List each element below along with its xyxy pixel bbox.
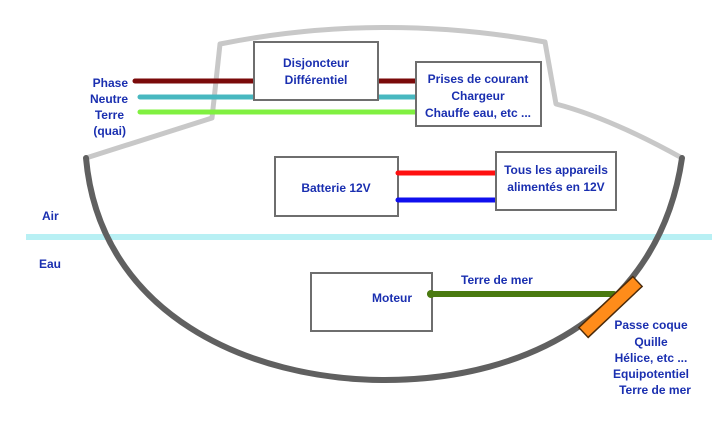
prises-box [415,61,542,127]
terre-de-mer-label: Terre de mer [461,273,533,287]
passe-coque-line-5: Terre de mer [619,383,691,397]
disjoncteur-line-2: Différentiel [285,73,348,87]
prises-line-1: Prises de courant [428,72,529,86]
batterie-label: Batterie 12V [301,181,370,195]
moteur-label: Moteur [372,291,412,305]
prises-line-2: Chargeur [451,89,505,103]
disjoncteur-box [253,41,379,101]
batterie-box [274,156,399,217]
passe-coque-plate-fill [579,277,642,337]
moteur-box [310,272,433,332]
disjoncteur-line-1: Disjoncteur [283,56,349,70]
quai-label: (quai) [93,124,126,138]
air-label: Air [42,209,59,223]
eau-label: Eau [39,257,61,271]
cabin-outline [85,24,684,161]
appareils-line-2: alimentés en 12V [507,180,604,194]
appareils-box [495,151,617,211]
passe-coque-line-3: Hélice, etc ... [615,351,688,365]
wire-end-dot [427,290,435,298]
phase-label: Phase [93,76,129,90]
passe-coque-line-1: Passe coque [614,318,688,332]
passe-coque-line-4: Equipotentiel [613,367,689,381]
appareils-line-1: Tous les appareils [504,163,608,177]
neutre-label: Neutre [90,92,128,106]
prises-line-3: Chauffe eau, etc ... [425,106,531,120]
terre-label: Terre [95,108,124,122]
passe-coque-line-2: Quille [634,335,668,349]
